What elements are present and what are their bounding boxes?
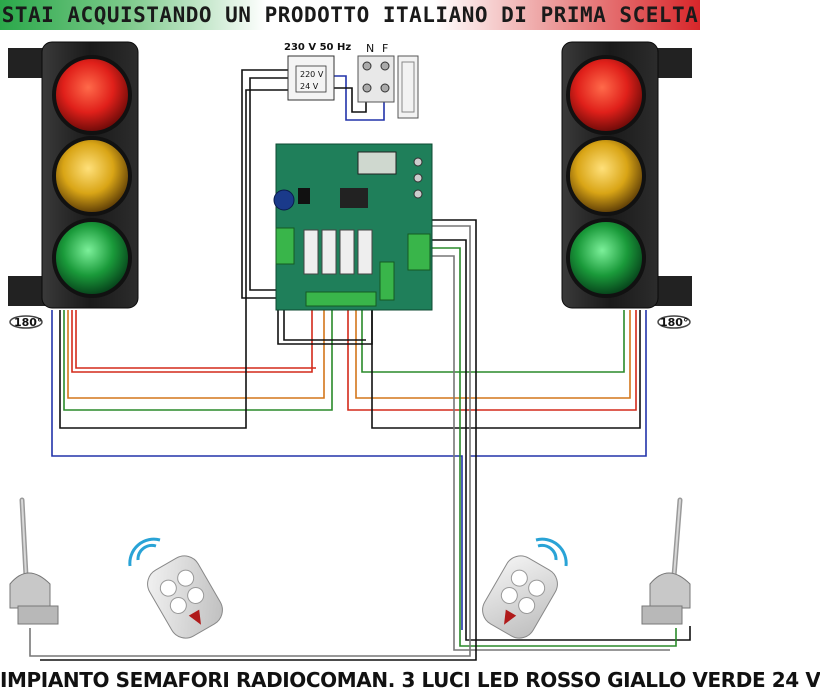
wire-left-blue — [51, 310, 463, 630]
wifi-signal-icon-right — [535, 537, 568, 567]
diagram-canvas: 180° 180° 230 V 50 Hz 220 V 24 V N F — [8, 41, 692, 661]
wire-power-black-3 — [332, 87, 367, 113]
antenna-left — [9, 497, 59, 625]
banner-text: STAI ACQUISTANDO UN PRODOTTO ITALIANO DI… — [1, 3, 699, 27]
wire-antenna-left-a — [29, 225, 471, 657]
capacitor — [273, 189, 295, 211]
transformer-in-label: 220 V — [300, 70, 324, 79]
rotation-arrow-icon — [9, 315, 43, 329]
relay-4 — [357, 229, 373, 275]
wire-left-red-2 — [75, 310, 316, 369]
rotation-arrow-icon — [657, 315, 691, 329]
mains-f-label: F — [382, 42, 388, 55]
mount-bracket-top — [8, 48, 48, 78]
green-lamp — [566, 218, 646, 298]
mount-bracket-bottom — [652, 276, 692, 306]
rotation-label-left: 180° — [14, 316, 42, 329]
button-1 — [413, 157, 423, 167]
wire-antenna-right-b — [418, 247, 677, 647]
wire-antenna-right-c — [418, 255, 670, 651]
lcd-display — [357, 151, 397, 175]
wire-left-yellow — [67, 300, 325, 399]
yellow-lamp — [52, 136, 132, 216]
traffic-light-left — [8, 41, 139, 329]
mount-bracket-top — [652, 48, 692, 78]
wire-loop-black-a — [277, 300, 373, 345]
green-lamp — [52, 218, 132, 298]
terminal-block-right — [407, 233, 431, 271]
wifi-signal-icon-left — [128, 537, 161, 567]
relay-3 — [339, 229, 355, 275]
transformer: 230 V 50 Hz 220 V 24 V — [284, 42, 351, 101]
terminal-block-bottom — [305, 291, 377, 307]
button-2 — [413, 173, 423, 183]
wire-antenna-left-b — [40, 219, 477, 661]
brand-logo — [504, 609, 517, 625]
wire-right-blue — [470, 310, 647, 457]
transformer-title: 230 V 50 Hz — [284, 42, 351, 53]
remote-left — [147, 555, 223, 639]
mains-n-label: N — [366, 42, 374, 55]
wire-right-yellow — [355, 300, 631, 399]
transformer-out-label: 24 V — [300, 82, 319, 91]
mount-bracket-bottom — [8, 276, 48, 306]
ic-chip — [340, 188, 368, 208]
remote-right — [482, 555, 558, 639]
wire-right-black — [371, 300, 641, 429]
antenna-right — [641, 497, 691, 625]
plug — [397, 55, 419, 119]
rotation-label-right: 180° — [660, 316, 688, 329]
wire-loop-black-b — [283, 304, 366, 341]
wire-right-red — [347, 300, 637, 411]
wire-power-black-1 — [241, 69, 290, 299]
red-lamp — [52, 55, 132, 135]
wire-power-blue — [332, 75, 385, 121]
wire-power-black-2 — [249, 77, 290, 291]
terminal-block-aux — [379, 261, 395, 301]
traffic-light-right — [561, 41, 692, 329]
terminal-block-left — [275, 227, 295, 265]
wire-antenna-right-a — [418, 239, 691, 641]
wires — [29, 69, 691, 661]
footer-caption: IMPIANTO SEMAFORI RADIOCOMAN. 3 LUCI LED… — [0, 668, 820, 692]
wire-left-black — [59, 89, 290, 429]
yellow-lamp — [566, 136, 646, 216]
wire-right-green — [361, 300, 625, 373]
banner: STAI ACQUISTANDO UN PRODOTTO ITALIANO DI… — [0, 0, 700, 30]
connector-pins — [298, 188, 310, 204]
wire-left-red — [71, 300, 313, 373]
brand-logo — [188, 609, 201, 625]
relay-2 — [321, 229, 337, 275]
mains-terminal: N F — [357, 42, 419, 119]
wire-left-green — [63, 300, 333, 411]
button-3 — [413, 189, 423, 199]
control-board — [273, 143, 433, 311]
red-lamp — [566, 55, 646, 135]
relay-1 — [303, 229, 319, 275]
